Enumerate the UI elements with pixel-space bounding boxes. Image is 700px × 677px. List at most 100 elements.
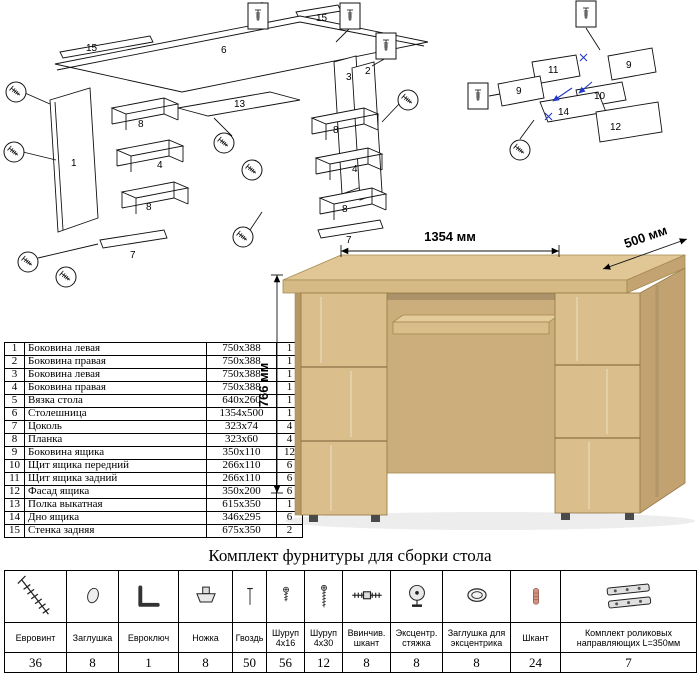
dim-width: 1354 мм (340, 229, 560, 257)
part-name: Стенка задняя (24, 524, 207, 538)
part-number: 1 (4, 342, 25, 356)
roller-slides-icon (606, 583, 651, 608)
drawer-box-part (319, 187, 387, 221)
hardware-icon-cell (4, 570, 67, 623)
part-name: Боковина правая (24, 381, 207, 395)
hardware-qty: 8 (178, 652, 233, 673)
part-name: Боковина правая (24, 355, 207, 369)
keyboard-shelf-part (177, 91, 301, 117)
height-dimension-label: 766 мм (256, 363, 271, 408)
drawer-box-part (121, 181, 189, 215)
part-number: 6 (4, 407, 25, 421)
desk-foot (561, 513, 570, 520)
foot-icon (195, 586, 216, 602)
hardware-icon-cell (390, 570, 443, 623)
hardware-qty: 50 (232, 652, 267, 673)
hardware-callout-icon (242, 160, 262, 180)
dim-height: 766 мм (256, 274, 283, 494)
hardware-callout-icon (248, 3, 268, 29)
part-number-label: 4 (157, 160, 163, 171)
dowel-screw-icon (351, 590, 382, 599)
width-dimension-label: 1354 мм (424, 229, 476, 244)
depth-dimension-label: 500 мм (622, 225, 669, 251)
hardware-name: Гвоздь (232, 622, 267, 653)
part-number: 11 (4, 472, 25, 486)
cap-icon (86, 587, 99, 603)
hardware-name: Ножка (178, 622, 233, 653)
part-number-label: 9 (626, 60, 632, 71)
part-number: 10 (4, 459, 25, 473)
hardware-name: Шкант (510, 622, 561, 653)
cam-cap-icon (466, 587, 487, 602)
part-name: Боковина левая (24, 368, 207, 382)
hardware-callout-icon (576, 1, 596, 27)
hardware-callout-icon (468, 83, 488, 109)
desk-foot (309, 515, 318, 522)
part-number: 13 (4, 498, 25, 512)
hardware-name: Евроключ (118, 622, 179, 653)
part-number-label: 8 (138, 119, 144, 130)
part-number-label: 12 (610, 122, 622, 133)
part-number-label: 8 (146, 202, 152, 213)
part-number-label: 4 (352, 164, 358, 175)
part-number-label: 13 (234, 99, 246, 110)
hardware-table: Евровинт Заглушка Евроключ Ножка Гвоздь … (4, 570, 697, 673)
drawer-box-part (116, 139, 184, 173)
hardware-callout-icon (6, 82, 26, 102)
exploded-diagrams: 15 6 15 3 2 1 13 8 4 8 8 4 8 7 7 (0, 0, 663, 340)
part-number: 2 (4, 355, 25, 369)
hardware-icon-cell (266, 570, 305, 623)
drawer-side-part (607, 47, 657, 81)
hex-key-icon (137, 584, 160, 607)
part-name: Боковина левая (24, 342, 207, 356)
desk-foot (625, 513, 634, 520)
keyboard-tray-front (392, 321, 550, 335)
hardware-callout-icon (4, 142, 24, 162)
hardware-icon-cell (510, 570, 561, 623)
hardware-icon-cell (118, 570, 179, 623)
hardware-qty-row: 36 8 1 8 50 56 12 8 8 8 24 7 (4, 652, 697, 673)
part-name: Полка выкатная (24, 498, 207, 512)
hardware-qty: 24 (510, 652, 561, 673)
part-number: 7 (4, 420, 25, 434)
part-name: Столешница (24, 407, 207, 421)
hardware-icon-cell (178, 570, 233, 623)
hardware-callout-icon (214, 133, 234, 153)
part-name: Планка (24, 433, 207, 447)
hardware-callout-icon (233, 227, 253, 247)
hardware-callout-icon (56, 267, 76, 287)
part-number-label: 1 (71, 158, 77, 169)
hardware-callout-icon (340, 3, 360, 29)
tabletop-part (54, 15, 429, 93)
hardware-callout-icon (376, 33, 396, 59)
right-pedestal (554, 292, 641, 514)
part-name: Боковина ящика (24, 446, 207, 460)
part-number-label: 8 (333, 125, 339, 136)
hardware-qty: 8 (342, 652, 391, 673)
part-name: Цоколь (24, 420, 207, 434)
cam-lock-icon (408, 584, 425, 607)
part-number-label: 14 (558, 107, 570, 118)
part-number-label: 2 (365, 66, 371, 77)
hardware-icon-cell (304, 570, 343, 623)
hardware-name: Комплект роликовых направляющих L=350мм (560, 622, 697, 653)
hardware-qty: 12 (304, 652, 343, 673)
part-name: Дно ящика (24, 511, 207, 525)
drawer-exploded-view: 11 9 9 10 14 12 (468, 1, 663, 160)
hardware-icon-cell (442, 570, 511, 623)
hardware-name: Ввинчив. шкант (342, 622, 391, 653)
drawer-box-part (111, 97, 179, 131)
hardware-qty: 7 (560, 652, 697, 673)
drawer-side-part (497, 75, 545, 107)
hardware-name: Евровинт (4, 622, 67, 653)
hardware-qty: 36 (4, 652, 67, 673)
side-panel-part (49, 87, 99, 233)
hardware-qty: 8 (442, 652, 511, 673)
part-number: 15 (4, 524, 25, 538)
hardware-qty: 1 (118, 652, 179, 673)
hardware-callout-icon (510, 140, 530, 160)
